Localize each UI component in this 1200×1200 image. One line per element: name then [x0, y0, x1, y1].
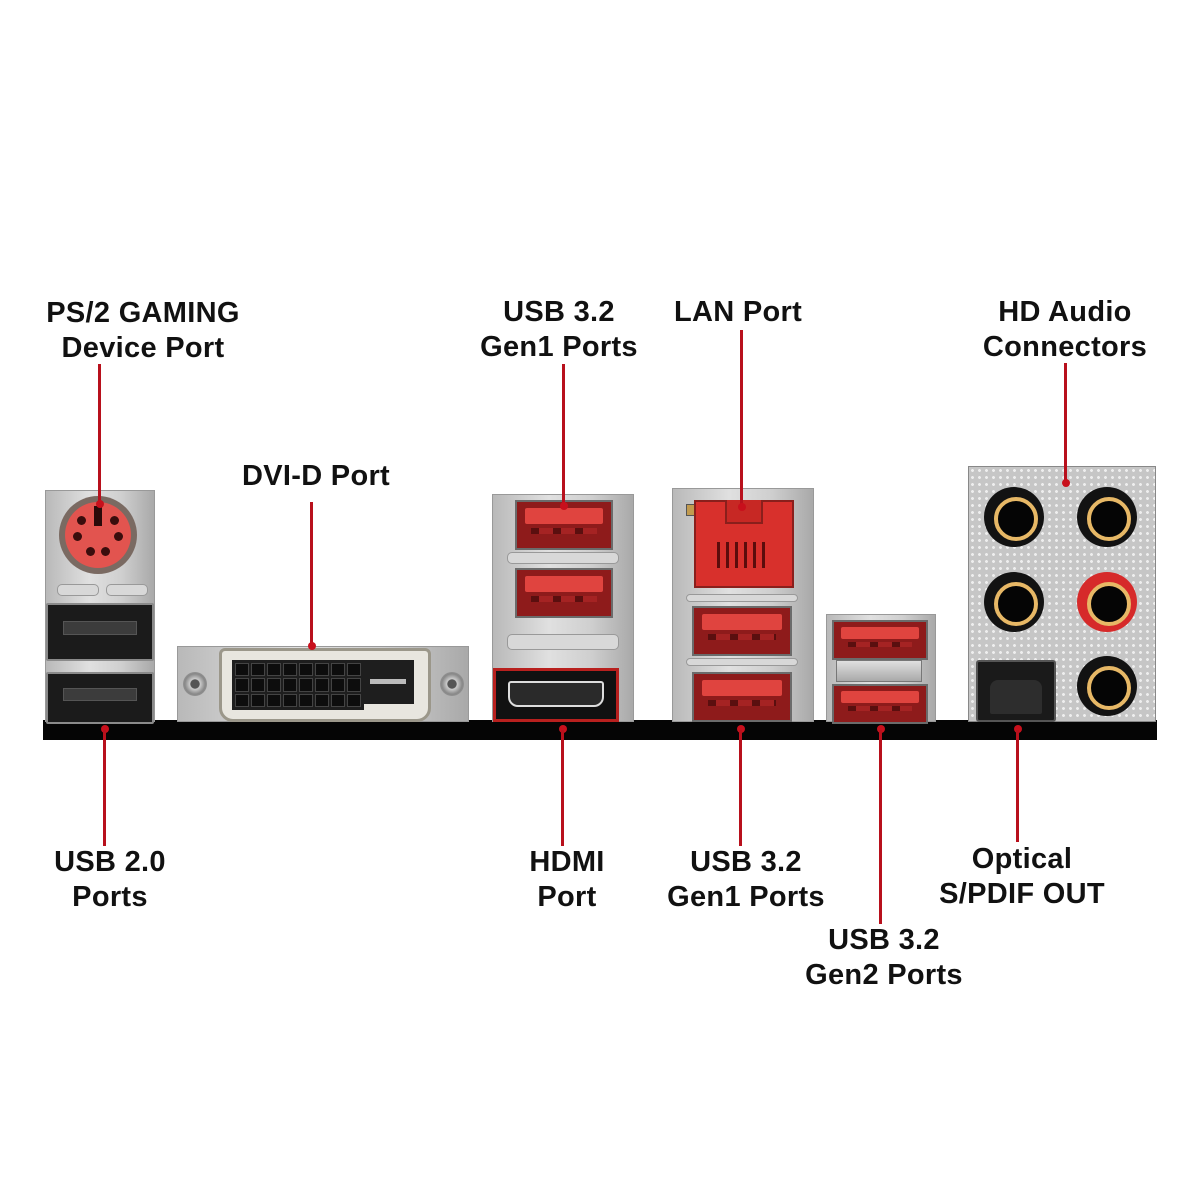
label-lan: LAN Port — [673, 296, 803, 328]
usb32-gen2-port-1 — [832, 620, 928, 660]
leader-usb32-gen1-bottom — [739, 730, 742, 846]
usb32-gen2-divider — [836, 660, 922, 682]
leader-dvi — [310, 502, 313, 648]
label-hd-audio: HD Audio Connectors — [982, 296, 1148, 363]
label-optical: Optical S/PDIF OUT — [939, 843, 1105, 910]
leader-dot-hdmi — [559, 725, 567, 733]
leader-optical — [1016, 730, 1019, 842]
audio-jack-3 — [984, 572, 1044, 632]
usb32-slot-1 — [507, 552, 619, 564]
label-dvi: DVI-D Port — [242, 460, 390, 492]
leader-dot-usb32-gen1-top — [560, 502, 568, 510]
audio-jack-2 — [1077, 487, 1137, 547]
dvi-screw-left — [183, 672, 207, 696]
label-hdmi: HDMI Port — [529, 846, 605, 913]
usb32-gen1-port-4 — [692, 672, 792, 722]
label-usb32-gen2: USB 3.2 Gen2 Ports — [805, 924, 963, 991]
leader-dot-dvi — [308, 642, 316, 650]
leader-usb20 — [103, 730, 106, 846]
label-usb32-gen1-bottom: USB 3.2 Gen1 Ports — [667, 846, 825, 913]
label-usb32-gen1-top: USB 3.2 Gen1 Ports — [480, 296, 638, 363]
lan-port — [694, 500, 794, 588]
leader-dot-usb20 — [101, 725, 109, 733]
label-usb20: USB 2.0 Ports — [54, 846, 166, 913]
usb20-port-1 — [46, 603, 154, 661]
ps2-port — [59, 496, 137, 574]
leader-hdmi — [561, 730, 564, 846]
lan-slot-2 — [686, 658, 798, 666]
audio-jack-1 — [984, 487, 1044, 547]
leader-usb32-gen2 — [879, 730, 882, 924]
usb20-port-2 — [46, 672, 154, 724]
optical-spdif-port — [976, 660, 1056, 722]
usb32-gen1-port-3 — [692, 606, 792, 656]
leader-hd-audio — [1064, 363, 1067, 483]
label-ps2: PS/2 GAMING Device Port — [46, 297, 240, 364]
dvi-port — [219, 648, 431, 722]
usb32-gen2-port-2 — [832, 684, 928, 724]
leader-dot-ps2 — [96, 500, 104, 508]
usb32-gen1-port-2 — [515, 568, 613, 618]
leader-lan — [740, 330, 743, 508]
lan-slot — [686, 594, 798, 602]
hdmi-port — [493, 668, 619, 722]
leader-dot-lan — [738, 503, 746, 511]
leader-dot-usb32-gen2 — [877, 725, 885, 733]
io-baseplate — [43, 720, 1157, 740]
leader-dot-usb32-gen1-bottom — [737, 725, 745, 733]
audio-jack-5 — [1077, 656, 1137, 716]
ps2-slot-right — [106, 584, 148, 596]
audio-jack-4-red — [1077, 572, 1137, 632]
leader-dot-hd-audio — [1062, 479, 1070, 487]
ps2-slot-left — [57, 584, 99, 596]
dvi-screw-right — [440, 672, 464, 696]
leader-dot-optical — [1014, 725, 1022, 733]
leader-usb32-gen1-top — [562, 364, 565, 506]
usb32-slot-2 — [507, 634, 619, 650]
leader-ps2 — [98, 364, 101, 504]
